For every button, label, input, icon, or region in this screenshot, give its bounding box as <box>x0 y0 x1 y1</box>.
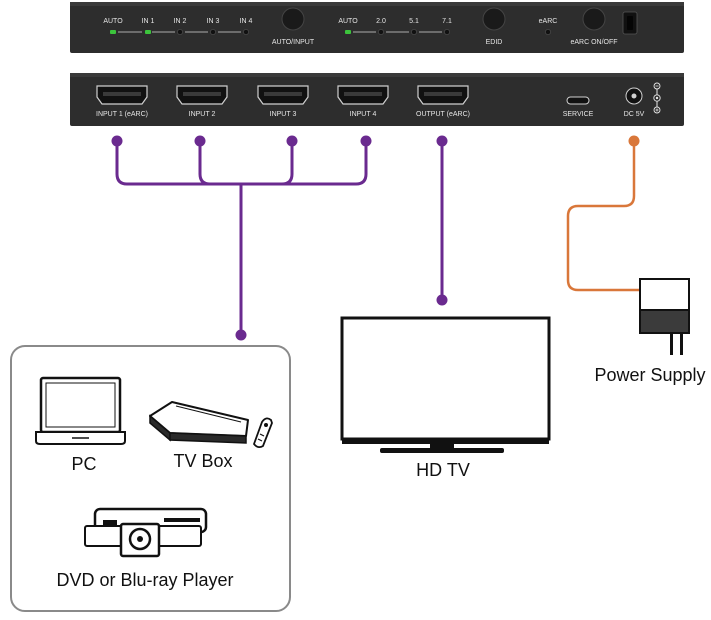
front-panel: AUTO IN 1 IN 2 IN 3 IN 4 AUTO/INPUT AUTO… <box>70 2 684 53</box>
port-label-input1: INPUT 1 (eARC) <box>96 111 148 118</box>
tv-icon <box>340 316 551 453</box>
tv-neck <box>430 444 454 448</box>
input-cable-bus <box>115 141 368 186</box>
tv-screen <box>340 316 551 441</box>
hdmi-port-output-tongue <box>424 92 462 96</box>
hdmi-port-input1[interactable] <box>96 85 148 105</box>
input-cable-tree <box>115 141 368 335</box>
hdmi-port-input2[interactable] <box>176 85 228 105</box>
tv-stand <box>380 448 504 453</box>
power-adapter-base <box>639 309 690 334</box>
polarity-icon <box>653 82 661 114</box>
indicator-label-auto: AUTO <box>103 18 123 25</box>
cable-end-input3 <box>286 135 298 147</box>
ir-receiver-lens <box>627 16 633 30</box>
polarity-center-dot <box>655 96 659 100</box>
hdmi-port-input1-tongue <box>103 92 141 96</box>
hdmi-port-input4-tongue <box>344 92 382 96</box>
cable-end-input4 <box>360 135 372 147</box>
tv-box-icon <box>149 401 273 449</box>
led-in2 <box>177 29 183 35</box>
earc-indicator-label: eARC <box>539 18 558 25</box>
cable-end-power <box>628 135 640 147</box>
tv-box-front <box>169 432 247 444</box>
front-panel-chassis <box>70 2 684 53</box>
input-cable-input2-drop <box>198 141 211 186</box>
audio-led-row <box>345 29 450 35</box>
edid-button-label: EDID <box>486 39 503 46</box>
cable-end-output <box>436 135 448 147</box>
laptop-icon <box>35 376 126 445</box>
led-in1 <box>145 30 151 34</box>
rear-panel: INPUT 1 (eARC) INPUT 2 INPUT 3 INPUT 4 O… <box>70 73 684 126</box>
tv-bezel-bottom <box>342 439 549 444</box>
audio-label-7-1: 7.1 <box>442 18 452 25</box>
cable-end-sources <box>235 329 247 341</box>
port-label-input2: INPUT 2 <box>189 111 216 118</box>
power-adapter-body <box>639 278 690 311</box>
indicator-label-in3: IN 3 <box>207 18 220 25</box>
player-front-button <box>103 520 117 527</box>
indicator-label-in2: IN 2 <box>174 18 187 25</box>
tv-box-ridge <box>175 405 242 423</box>
remote-button <box>264 423 268 427</box>
led-in3 <box>210 29 216 35</box>
service-port-label: SERVICE <box>563 111 594 118</box>
cable-end-tv <box>436 294 448 306</box>
power-plug-prong-left <box>670 333 673 355</box>
audio-label-auto: AUTO <box>338 18 358 25</box>
led-audio-7-1 <box>444 29 450 35</box>
service-port[interactable] <box>566 96 590 105</box>
auto-input-button-label: AUTO/INPUT <box>272 39 315 46</box>
led-audio-2-0 <box>378 29 384 35</box>
led-in4 <box>243 29 249 35</box>
power-supply-label: Power Supply <box>594 365 705 385</box>
power-cable <box>566 141 640 292</box>
player-label: DVD or Blu-ray Player <box>56 570 233 590</box>
disc-hole <box>137 536 143 542</box>
front-panel-top-edge <box>70 2 684 6</box>
hdmi-port-input3[interactable] <box>257 85 309 105</box>
input-cable-input3-drop <box>281 141 294 186</box>
port-label-input3: INPUT 3 <box>270 111 297 118</box>
remote-keys <box>257 438 263 442</box>
led-earc <box>545 29 551 35</box>
rear-panel-top-edge <box>70 73 684 77</box>
input-cable-terminals <box>111 135 372 341</box>
port-label-input4: INPUT 4 <box>350 111 377 118</box>
dc-power-port-label: DC 5V <box>624 111 645 118</box>
auto-input-button[interactable] <box>281 7 305 31</box>
tv-label: HD TV <box>416 460 470 480</box>
dc-power-port-pin <box>631 93 637 99</box>
cable-end-input1 <box>111 135 123 147</box>
input-led-row <box>110 29 249 35</box>
laptop-display <box>45 382 116 428</box>
led-audio-5-1 <box>411 29 417 35</box>
audio-label-5-1: 5.1 <box>409 18 419 25</box>
audio-label-2-0: 2.0 <box>376 18 386 25</box>
power-plug-prong-right <box>680 333 683 355</box>
edid-button[interactable] <box>482 7 506 31</box>
disc-player-icon <box>84 507 208 558</box>
port-label-output: OUTPUT (eARC) <box>416 111 470 118</box>
player-disc-slot <box>164 518 200 522</box>
source-devices-group: PC TV Box DVD or Blu-ray Player <box>10 345 291 612</box>
power-adapter-icon <box>639 278 690 355</box>
hdmi-port-input2-tongue <box>183 92 221 96</box>
remote-keys <box>259 433 265 437</box>
cable-end-input2 <box>194 135 206 147</box>
hdmi-port-output[interactable] <box>417 85 469 105</box>
earc-on-off-button[interactable] <box>582 7 606 31</box>
tv-box-label: TV Box <box>173 451 232 471</box>
earc-on-off-button-label: eARC ON/OFF <box>570 39 617 46</box>
indicator-label-in4: IN 4 <box>240 18 253 25</box>
led-audio-auto <box>345 30 351 34</box>
hdmi-port-input4[interactable] <box>337 85 389 105</box>
pc-label: PC <box>71 454 96 474</box>
indicator-label-in1: IN 1 <box>142 18 155 25</box>
hdmi-port-input3-tongue <box>264 92 302 96</box>
led-auto <box>110 30 116 34</box>
